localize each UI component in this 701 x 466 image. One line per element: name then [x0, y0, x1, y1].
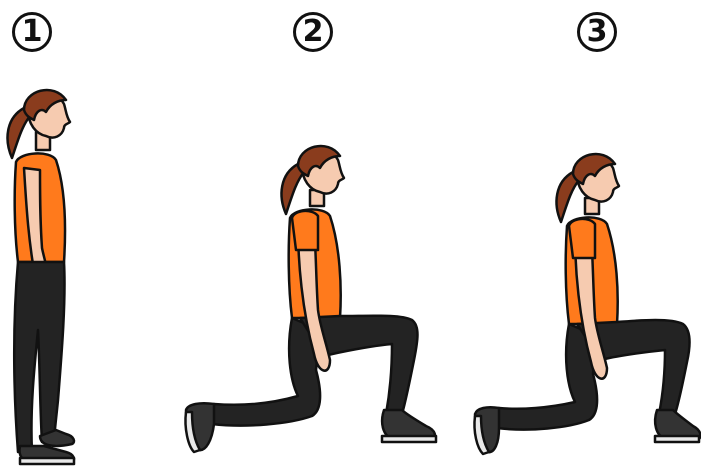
- step-1: 1: [0, 0, 120, 466]
- standing-figure-illustration: [0, 0, 120, 466]
- deep-lunge-figure-illustration: [465, 0, 701, 466]
- lunge-figure-illustration: [180, 0, 450, 466]
- step-3: 3: [465, 0, 701, 466]
- step-2: 2: [180, 0, 450, 466]
